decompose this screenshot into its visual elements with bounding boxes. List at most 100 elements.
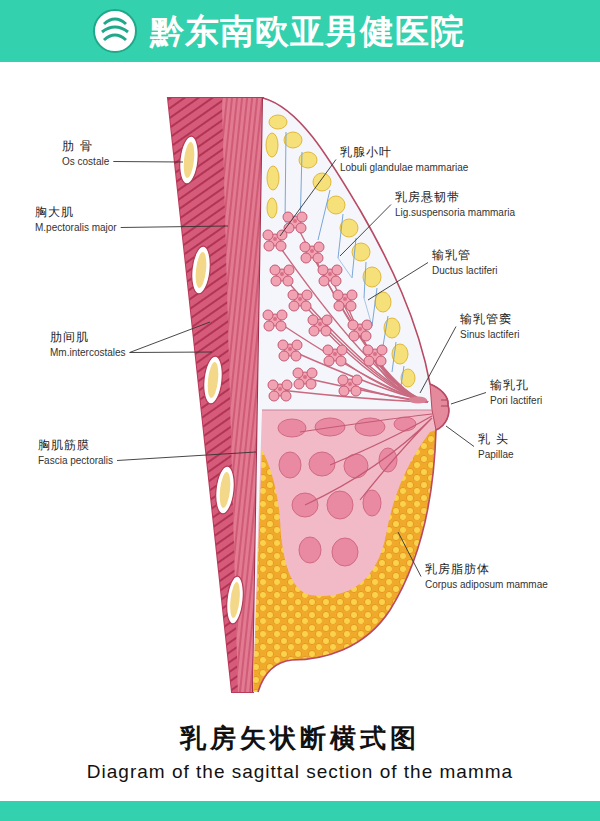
part-name: 胸大肌 xyxy=(35,205,74,220)
part-name-holder: 乳房悬韧带 xyxy=(395,190,460,205)
rib xyxy=(182,142,196,179)
part-name-holder: 乳腺小叶 xyxy=(340,145,392,160)
latin-name-holder: Ductus lactiferi xyxy=(432,264,498,277)
gland-lobule xyxy=(333,290,357,311)
leader-line xyxy=(451,393,486,405)
upper-fat-lobule xyxy=(267,166,279,190)
upper-fat-lobule xyxy=(269,115,287,129)
part-name: 乳房悬韧带 xyxy=(395,190,460,205)
rib xyxy=(190,245,213,295)
upper-fat-lobule xyxy=(284,132,302,148)
figure-title: 乳房矢状断横式图 xyxy=(0,722,600,754)
leader-line xyxy=(121,226,228,228)
gland-lobule xyxy=(308,315,332,336)
lower-gland-tissue xyxy=(363,490,381,516)
latin-name: Papillae xyxy=(478,448,514,461)
gland-lobule xyxy=(293,368,317,389)
part-name-holder: 乳房脂肪体 xyxy=(425,562,490,577)
rib xyxy=(194,252,208,289)
latin-name: Pori lactiferi xyxy=(490,394,542,407)
latin-name: Lig.suspensoria mammaria xyxy=(395,206,515,219)
part-name: 乳房脂肪体 xyxy=(425,562,490,577)
gland-lobule xyxy=(363,345,387,366)
rib xyxy=(206,362,220,399)
part-name-holder: 输乳孔 xyxy=(490,378,529,393)
lower-gland-tissue xyxy=(279,452,301,478)
skin-outline xyxy=(258,98,449,692)
gland-lobule xyxy=(263,230,287,251)
gland-lobule xyxy=(348,320,372,341)
chest-wall xyxy=(168,98,263,692)
latin-name: M.pectoralis major xyxy=(35,221,117,234)
skin-outline xyxy=(258,98,449,692)
lower-gland-tissue xyxy=(299,537,321,563)
lactiferous-duct xyxy=(275,320,428,402)
lactiferous-duct xyxy=(290,350,428,402)
rib xyxy=(214,465,237,515)
lower-gland-tissue xyxy=(300,414,432,505)
part-name: 输乳管窦 xyxy=(460,312,512,327)
bottom-band xyxy=(0,801,600,821)
header-band: 黔东南欧亚男健医院 xyxy=(0,0,600,62)
breast-body xyxy=(253,98,449,692)
part-name-holder: 输乳管 xyxy=(432,248,471,263)
leader-line xyxy=(340,205,391,257)
upper-fat-lobule xyxy=(266,115,415,387)
leader-line xyxy=(446,426,474,447)
gland-lobule xyxy=(338,375,362,396)
part-name-holder: 输乳管窦 xyxy=(460,312,512,327)
figure-caption: Diagram of the sagittal section of the m… xyxy=(0,760,600,784)
upper-fat-lobule xyxy=(313,173,331,191)
gland-lobule xyxy=(288,290,312,311)
nipple xyxy=(409,397,427,404)
gland-lobule xyxy=(268,380,292,401)
rib xyxy=(229,582,242,619)
breast-body xyxy=(253,98,449,692)
part-name: 乳 头 xyxy=(478,432,509,447)
upper-fat-lobule xyxy=(375,292,391,312)
upper-fat-lobule xyxy=(340,219,358,237)
latin-name: Ductus lactiferi xyxy=(432,264,498,277)
part-name: 输乳管 xyxy=(432,248,471,263)
hospital-logo xyxy=(90,6,140,56)
part-name: 输乳孔 xyxy=(490,378,529,393)
latin-name: Corpus adiposum mammae xyxy=(425,578,548,591)
latin-name-holder: Corpus adiposum mammae xyxy=(425,578,548,591)
lower-gland-tissue xyxy=(278,414,432,566)
lower-gland-tissue xyxy=(394,417,416,431)
suspensory-ligament xyxy=(285,222,372,326)
lower-gland-tissue xyxy=(278,419,306,437)
leader-line xyxy=(398,532,421,577)
upper-fat-lobule xyxy=(327,196,345,214)
gland-lobule xyxy=(263,310,287,331)
leader-line xyxy=(117,452,256,461)
gland-lobule xyxy=(263,212,387,401)
latin-name: Os costale xyxy=(62,155,109,168)
hospital-logo xyxy=(102,19,128,40)
part-name-holder: 胸大肌 xyxy=(35,205,74,220)
latin-name-holder: Pori lactiferi xyxy=(490,394,542,407)
hospital-name: 黔东南欧亚男健医院 xyxy=(0,0,600,62)
leader-line xyxy=(420,327,456,394)
lactiferous-duct xyxy=(320,325,428,402)
leader-line xyxy=(280,160,336,237)
latin-name: Mm.intercostales xyxy=(50,346,126,359)
latin-name-holder: Lobuli glandulae mammariae xyxy=(340,161,468,174)
nipple xyxy=(430,384,449,430)
breast-body xyxy=(253,410,443,692)
nipple xyxy=(262,410,432,411)
upper-fat-lobule xyxy=(266,133,278,157)
lactiferous-duct xyxy=(275,240,428,402)
latin-name: Lobuli glandulae mammariae xyxy=(340,161,468,174)
latin-name-holder: Papillae xyxy=(478,448,514,461)
leader-line xyxy=(113,161,183,163)
lactiferous-duct xyxy=(330,275,428,402)
figure-title-holder: 乳房矢状断横式图 xyxy=(0,722,600,754)
latin-name-holder: Sinus lactiferi xyxy=(460,328,519,341)
rib xyxy=(225,575,246,624)
latin-name-holder: Os costale xyxy=(62,155,109,168)
part-name-holder: 肋 骨 xyxy=(62,139,93,154)
part-name: 乳腺小叶 xyxy=(340,145,392,160)
